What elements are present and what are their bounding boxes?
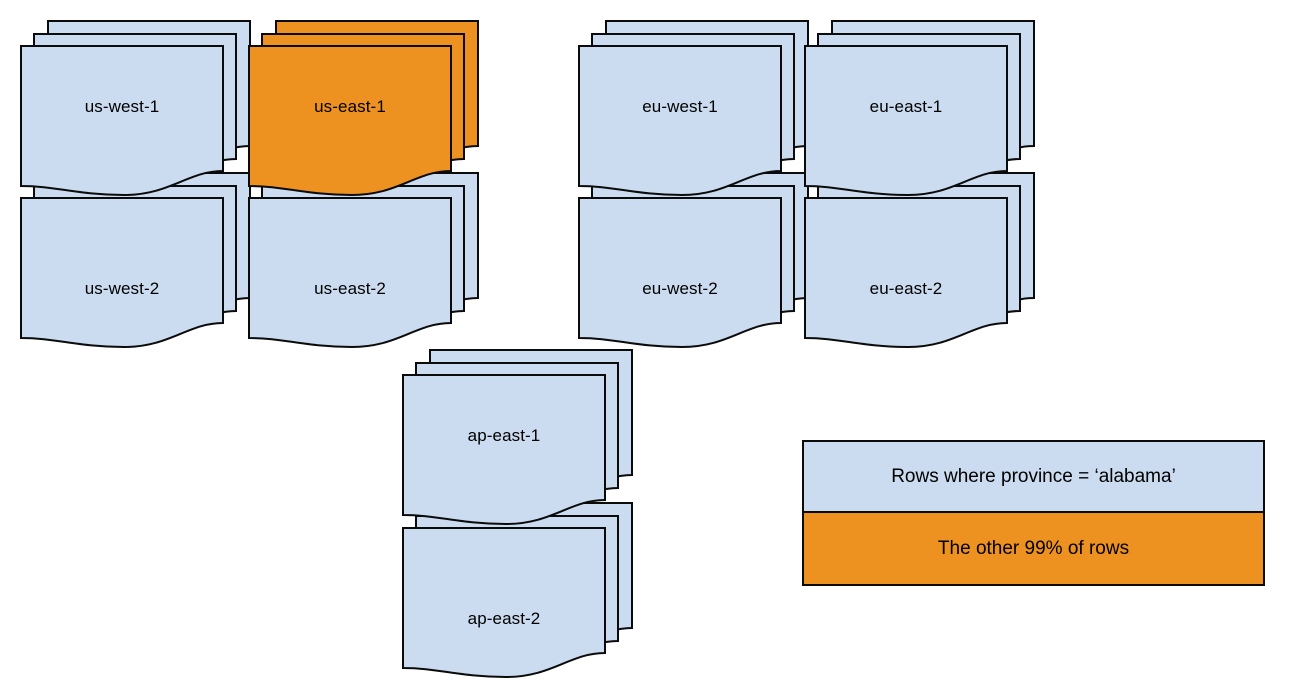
sheet-1 [578, 197, 782, 349]
region-stack-label: eu-east-2 [869, 279, 943, 298]
sheet-1 [20, 45, 224, 197]
legend-label-blue: Rows where province = ‘alabama’ [891, 465, 1176, 487]
sheet-1 [578, 45, 782, 197]
region-stack-label: us-east-2 [314, 279, 386, 298]
region-stack-label: us-west-2 [84, 279, 160, 298]
region-stack-us-west-1[interactable]: us-west-1 [20, 20, 251, 197]
sheet-1 [402, 374, 606, 526]
legend-item-blue: Rows where province = ‘alabama’ [804, 442, 1263, 513]
region-stack-us-east-2[interactable]: us-east-2 [248, 172, 479, 349]
legend: Rows where province = ‘alabama’ The othe… [802, 440, 1265, 586]
region-stack-label: us-east-1 [314, 97, 386, 116]
region-stack-eu-east-2[interactable]: eu-east-2 [804, 172, 1035, 349]
legend-item-orange: The other 99% of rows [804, 513, 1263, 584]
sheet-1 [402, 527, 606, 679]
region-stack-eu-east-1[interactable]: eu-east-1 [804, 20, 1035, 197]
sheet-1 [248, 197, 452, 349]
sheet-1 [804, 197, 1008, 349]
region-stack-ap-east-2[interactable]: ap-east-2 [402, 502, 633, 679]
region-stack-us-west-2[interactable]: us-west-2 [20, 172, 251, 349]
region-stack-label: eu-east-1 [869, 97, 943, 116]
region-stack-label: ap-east-1 [467, 426, 541, 445]
region-stack-eu-west-1[interactable]: eu-west-1 [578, 20, 809, 197]
region-stack-us-east-1[interactable]: us-east-1 [248, 20, 479, 197]
region-stack-label: ap-east-2 [467, 609, 541, 628]
sheet-1 [20, 197, 224, 349]
region-stack-ap-east-1[interactable]: ap-east-1 [402, 349, 633, 526]
region-stack-eu-west-2[interactable]: eu-west-2 [578, 172, 809, 349]
legend-label-orange: The other 99% of rows [937, 537, 1130, 559]
region-stack-label: us-west-1 [84, 97, 160, 116]
region-stack-label: eu-west-1 [642, 97, 718, 116]
sheet-1 [804, 45, 1008, 197]
region-stack-label: eu-west-2 [642, 279, 718, 298]
sheet-1 [248, 45, 452, 197]
